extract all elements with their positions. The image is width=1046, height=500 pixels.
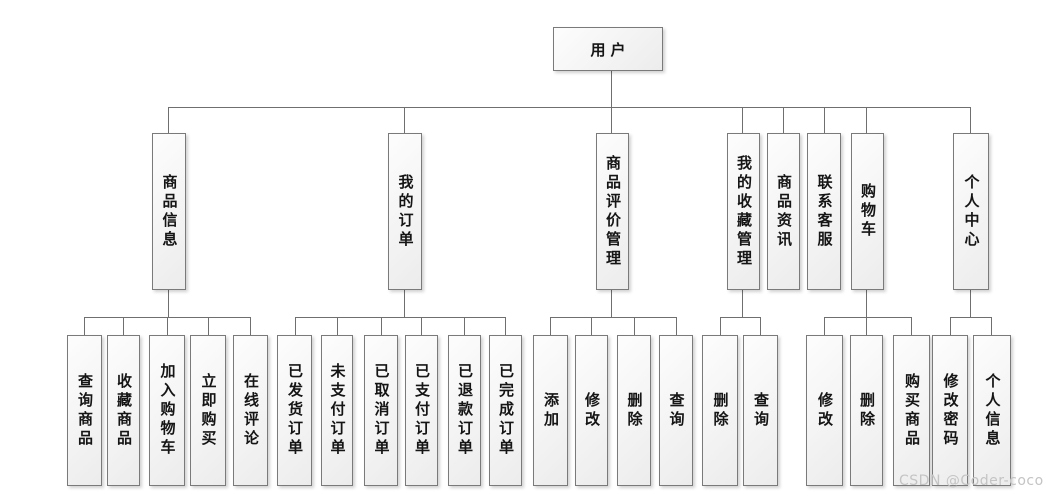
connector-line	[991, 317, 992, 335]
connector-line	[611, 290, 612, 317]
leaf-node-completed-orders: 已完成订单	[489, 335, 522, 486]
csdn-watermark: CSDN @Coder-coco	[899, 473, 1044, 489]
branch-node-my-orders: 我的订单	[388, 133, 422, 290]
leaf-node-cart-edit: 修改	[806, 335, 843, 486]
branch-node-favorites-management: 我的收藏管理	[727, 133, 760, 290]
connector-line	[123, 317, 124, 335]
leaf-node-unpaid-orders: 未支付订单	[321, 335, 353, 486]
connector-line	[611, 107, 612, 133]
leaf-node-query-product: 查询商品	[67, 335, 102, 486]
leaf-node-favorite-query: 查询	[743, 335, 778, 486]
connector-line	[381, 317, 382, 335]
connector-line	[550, 317, 551, 335]
connector-line	[911, 317, 912, 335]
connector-line	[208, 317, 209, 335]
connector-line	[742, 290, 743, 317]
connector-line	[866, 107, 867, 133]
connector-line	[824, 107, 825, 133]
connector-line	[950, 317, 951, 335]
connector-line	[866, 317, 867, 335]
branch-node-review-management: 商品评价管理	[596, 133, 629, 290]
leaf-node-cart-buy-product: 购买商品	[893, 335, 930, 486]
connector-line	[824, 317, 911, 318]
connector-line	[295, 317, 296, 335]
connector-line	[676, 317, 677, 335]
connector-line	[84, 317, 85, 335]
leaf-node-shipped-orders: 已发货订单	[277, 335, 312, 486]
connector-line	[250, 317, 251, 335]
root-node-user: 用户	[553, 27, 663, 71]
connector-line	[404, 290, 405, 317]
leaf-node-buy-now: 立即购买	[190, 335, 226, 486]
connector-line	[591, 317, 592, 335]
leaf-node-cart-delete: 删除	[850, 335, 883, 486]
branch-node-personal-center: 个人中心	[953, 133, 989, 290]
connector-line	[720, 317, 760, 318]
leaf-node-review-delete: 删除	[617, 335, 651, 486]
connector-line	[167, 317, 168, 335]
branch-node-contact-service: 联系客服	[807, 133, 841, 290]
leaf-node-online-review: 在线评论	[233, 335, 268, 486]
branch-node-product-info: 商品信息	[152, 133, 186, 290]
branch-node-shopping-cart: 购物车	[851, 133, 884, 290]
connector-line	[760, 317, 761, 335]
connector-line	[168, 290, 169, 317]
connector-line	[464, 317, 465, 335]
connector-line	[824, 317, 825, 335]
connector-line	[720, 317, 721, 335]
branch-node-product-news: 商品资讯	[767, 133, 800, 290]
connector-line	[505, 317, 506, 335]
leaf-node-review-add: 添加	[533, 335, 568, 486]
leaf-node-favorite-delete: 删除	[702, 335, 738, 486]
connector-line	[950, 317, 991, 318]
connector-line	[295, 317, 505, 318]
connector-line	[337, 317, 338, 335]
connector-line	[611, 71, 612, 107]
connector-line	[550, 317, 676, 318]
leaf-node-refunded-orders: 已退款订单	[448, 335, 481, 486]
connector-line	[783, 107, 784, 133]
leaf-node-add-to-cart: 加入购物车	[149, 335, 185, 486]
connector-line	[742, 107, 743, 133]
leaf-node-change-password: 修改密码	[932, 335, 968, 486]
connector-line	[168, 107, 169, 133]
connector-line	[970, 107, 971, 133]
leaf-node-favorite-product: 收藏商品	[107, 335, 140, 486]
connector-line	[634, 317, 635, 335]
leaf-node-personal-info: 个人信息	[973, 335, 1011, 486]
connector-line	[404, 107, 405, 133]
leaf-node-cancelled-orders: 已取消订单	[364, 335, 398, 486]
connector-line	[866, 290, 867, 317]
connector-line	[168, 107, 971, 108]
leaf-node-review-query: 查询	[659, 335, 693, 486]
leaf-node-paid-orders: 已支付订单	[405, 335, 438, 486]
connector-line	[970, 290, 971, 317]
leaf-node-review-edit: 修改	[575, 335, 608, 486]
connector-line	[421, 317, 422, 335]
